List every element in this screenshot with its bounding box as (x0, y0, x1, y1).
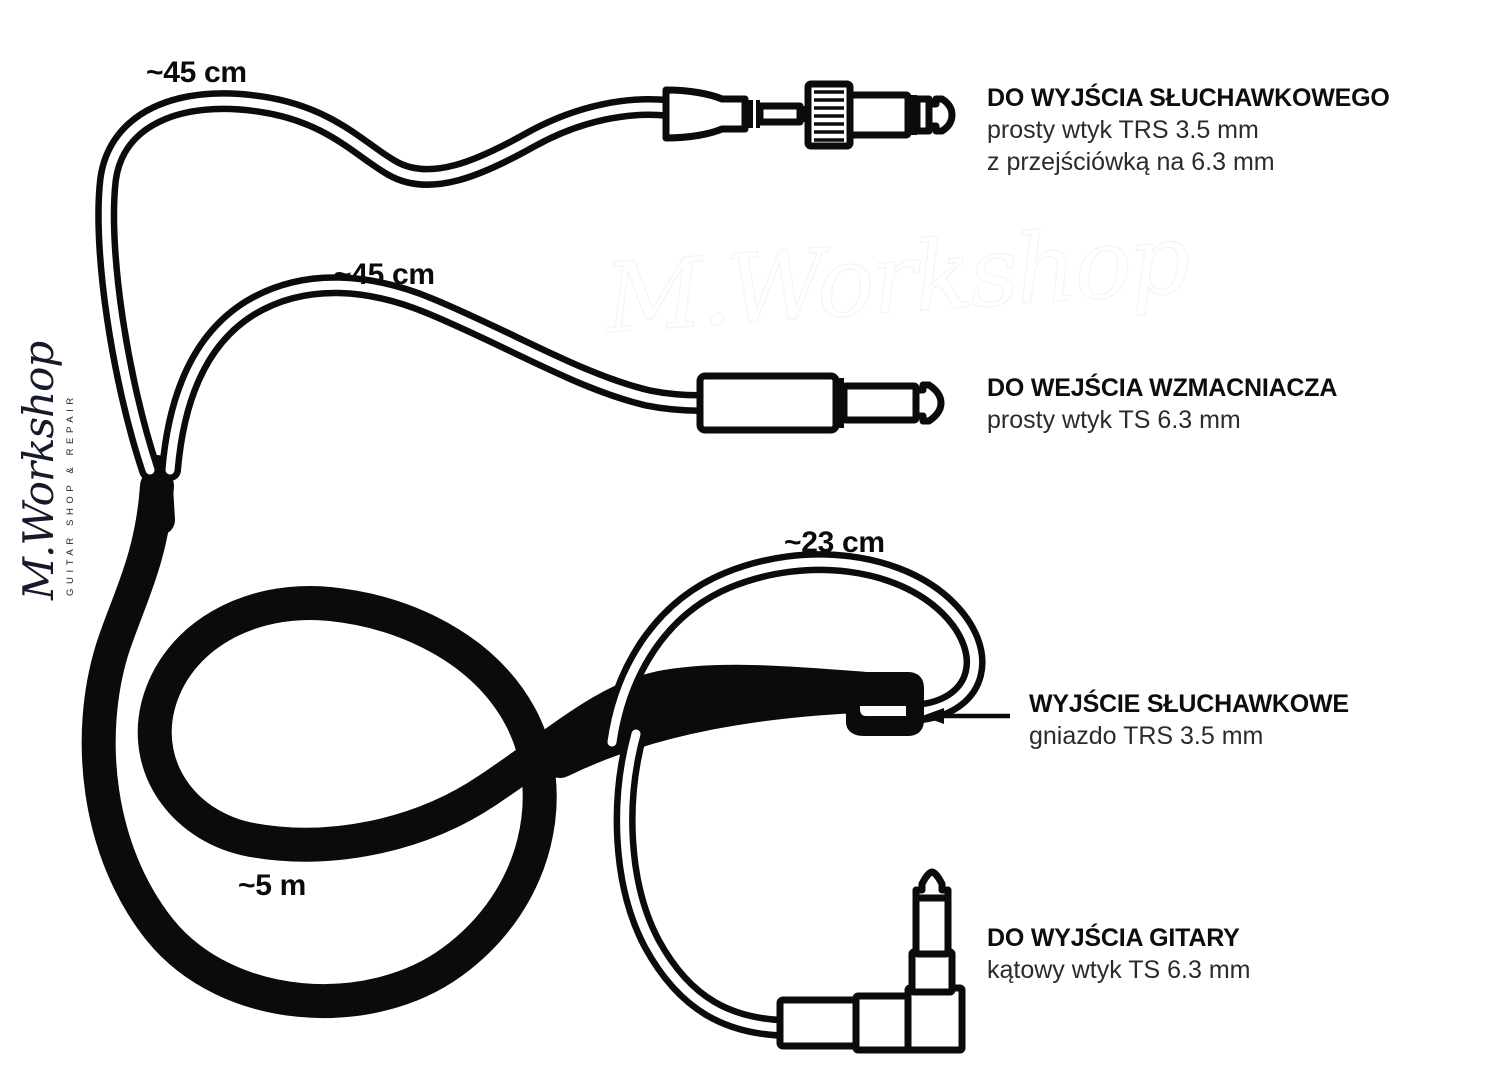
callout-line: kątowy wtyk TS 6.3 mm (987, 955, 1251, 984)
socket-leader-arrow (922, 708, 1010, 724)
callout-title: WYJŚCIE SŁUCHAWKOWE (1029, 690, 1349, 718)
callout-title: DO WYJŚCIA SŁUCHAWKOWEGO (987, 84, 1390, 112)
cable-junction (142, 455, 175, 535)
callout-line: z przejściówką na 6.3 mm (987, 148, 1275, 176)
adapter-6-3-icon (804, 80, 956, 150)
cable-branch-headphone-45cm (95, 90, 679, 481)
brand-logo-tagline: GUITAR SHOP & REPAIR (65, 393, 76, 596)
callout-title: DO WEJŚCIA WZMACNIACZA (987, 374, 1338, 402)
callout-line: prosty wtyk TRS 3.5 mm (987, 115, 1259, 144)
callout-headphone-jack: WYJŚCIE SŁUCHAWKOWE gniazdo TRS 3.5 mm (1029, 690, 1349, 752)
callout-line: gniazdo TRS 3.5 mm (1029, 721, 1264, 750)
cable-branch-guitar (613, 723, 795, 1039)
callout-guitar-output: DO WYJŚCIA GITARY kątowy wtyk TS 6.3 mm (987, 924, 1251, 986)
callout-amplifier-input: DO WEJŚCIA WZMACNIACZA prosty wtyk TS 6.… (987, 374, 1337, 436)
ts-6-3-angle-plug-icon (776, 868, 966, 1054)
main-cable-5m (81, 469, 898, 1019)
callout-line: prosty wtyk TS 6.3 mm (987, 405, 1241, 434)
callout-title: DO WYJŚCIA GITARY (987, 924, 1240, 952)
ts-6-3-plug-icon (696, 372, 945, 434)
cable-branch-jack-23cm (601, 551, 986, 753)
brand-logo: M.Workshop GUITAR SHOP & REPAIR (14, 341, 108, 600)
cable-branch-amp-45cm (159, 274, 711, 481)
trs-3-5-socket-icon (840, 672, 924, 736)
callout-headphone-output: DO WYJŚCIA SŁUCHAWKOWEGO prosty wtyk TRS… (987, 84, 1390, 179)
brand-logo-script: M.Workshop (14, 341, 63, 600)
